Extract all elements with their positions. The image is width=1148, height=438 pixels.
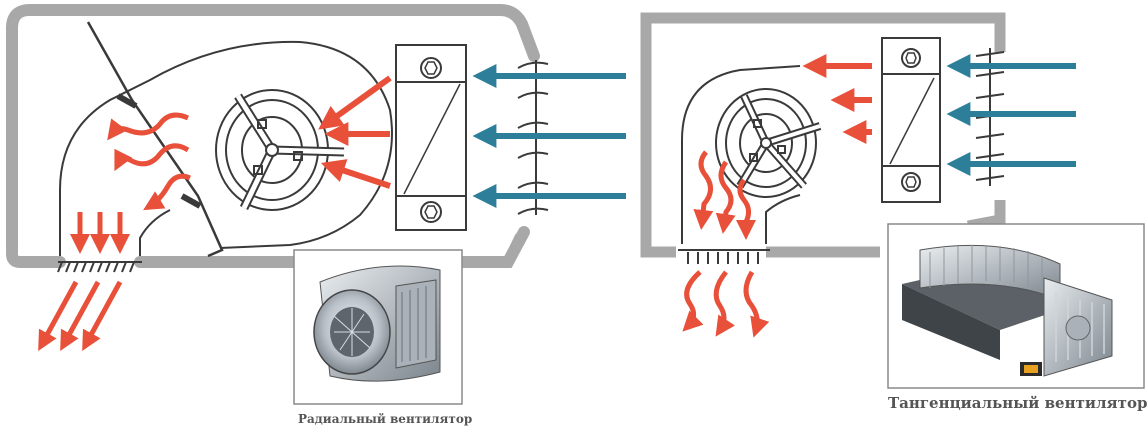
tangential-fan-photo xyxy=(887,223,1145,389)
tangential-fan-unit xyxy=(640,12,1145,389)
left-outlet-grille xyxy=(57,261,142,273)
left-warm-air-waves xyxy=(107,112,191,211)
left-filter xyxy=(395,44,467,231)
radial-fan-caption: Радиальный вентилятор xyxy=(298,412,473,426)
left-intake-arrows xyxy=(472,64,626,208)
bolt-icon xyxy=(420,201,442,223)
radial-scroll-housing xyxy=(59,21,393,258)
right-housing xyxy=(640,12,1006,258)
tangential-fan-caption: Тангенциальный вентилятор xyxy=(888,394,1148,412)
right-filter xyxy=(881,37,941,203)
radial-fan-unit xyxy=(6,4,626,405)
right-air-to-impeller xyxy=(802,54,872,144)
right-outlet-arrows xyxy=(682,270,770,338)
bolt-icon xyxy=(420,57,442,79)
right-intake-arrows xyxy=(946,54,1076,176)
bolt-icon xyxy=(901,172,921,192)
tangential-impeller xyxy=(715,88,822,198)
right-outlet-grille xyxy=(678,249,770,264)
tangential-scroll-housing xyxy=(681,65,801,244)
left-outlet-arrows xyxy=(38,280,123,352)
right-warm-air-waves xyxy=(693,150,756,240)
radial-fan-photo xyxy=(293,249,463,405)
bolt-icon xyxy=(901,48,921,68)
left-air-to-impeller xyxy=(318,75,392,189)
radial-impeller xyxy=(215,89,345,211)
left-down-arrows xyxy=(70,212,130,254)
